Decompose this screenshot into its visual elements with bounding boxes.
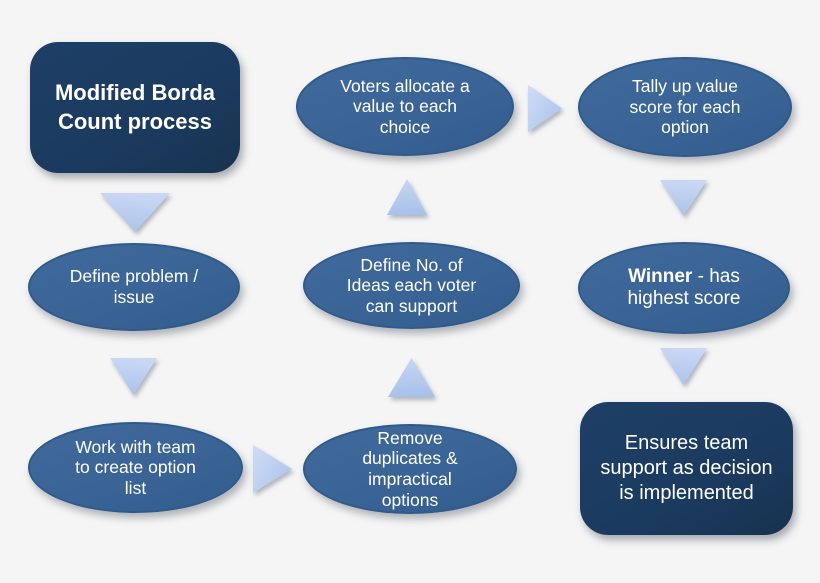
node-winner: Winner - has highest score xyxy=(578,242,790,334)
node-define-ideas: Define No. of Ideas each voter can suppo… xyxy=(303,242,520,329)
flow-arrow-define-ideas-to-voters xyxy=(387,179,427,215)
node-outcome-label: Ensures team support as decision is impl… xyxy=(600,432,773,504)
node-define-ideas-label: Define No. of Ideas each voter can suppo… xyxy=(346,254,477,316)
node-remove-duplicates: Remove duplicates & impractical options xyxy=(303,424,517,514)
node-winner-label-rest: - has highest score xyxy=(627,265,741,309)
flow-arrow-winner-to-outcome xyxy=(660,348,707,385)
arrow-up-icon xyxy=(387,179,427,215)
node-tally-score: Tally up value score for each option xyxy=(578,57,792,157)
arrow-down-icon xyxy=(660,180,707,216)
flow-arrow-start-to-define-problem xyxy=(100,193,170,232)
arrow-right-icon xyxy=(253,445,292,493)
arrow-right-icon xyxy=(528,85,562,132)
node-tally-score-label: Tally up value score for each option xyxy=(629,76,741,138)
arrow-up-icon xyxy=(388,358,435,397)
node-work-team: Work with team to create option list xyxy=(28,422,243,513)
node-voters-allocate-label: Voters allocate a value to each choice xyxy=(340,75,470,137)
flow-arrow-tally-to-winner xyxy=(660,180,707,216)
flow-arrow-work-team-to-remove-dups xyxy=(253,445,292,493)
node-remove-duplicates-label: Remove duplicates & impractical options xyxy=(362,427,458,510)
node-outcome-ensures-support: Ensures team support as decision is impl… xyxy=(580,402,793,535)
node-winner-label-bold: Winner xyxy=(628,265,693,287)
flow-arrow-voters-to-tally xyxy=(528,85,562,132)
flow-arrow-remove-dups-to-define-ideas xyxy=(388,358,435,397)
node-start-label: Modified Borda Count process xyxy=(54,79,216,134)
node-start-modified-borda: Modified Borda Count process xyxy=(30,42,240,173)
node-define-problem-label: Define problem / issue xyxy=(69,266,199,307)
arrow-down-icon xyxy=(100,193,170,232)
node-work-team-label: Work with team to create option list xyxy=(75,436,196,498)
flow-arrow-define-problem-to-work-team xyxy=(110,358,157,395)
arrow-down-icon xyxy=(110,358,157,395)
node-define-problem: Define problem / issue xyxy=(28,243,240,331)
node-winner-label: Winner - has highest score xyxy=(627,266,740,311)
arrow-down-icon xyxy=(660,348,707,385)
node-voters-allocate: Voters allocate a value to each choice xyxy=(296,57,514,156)
